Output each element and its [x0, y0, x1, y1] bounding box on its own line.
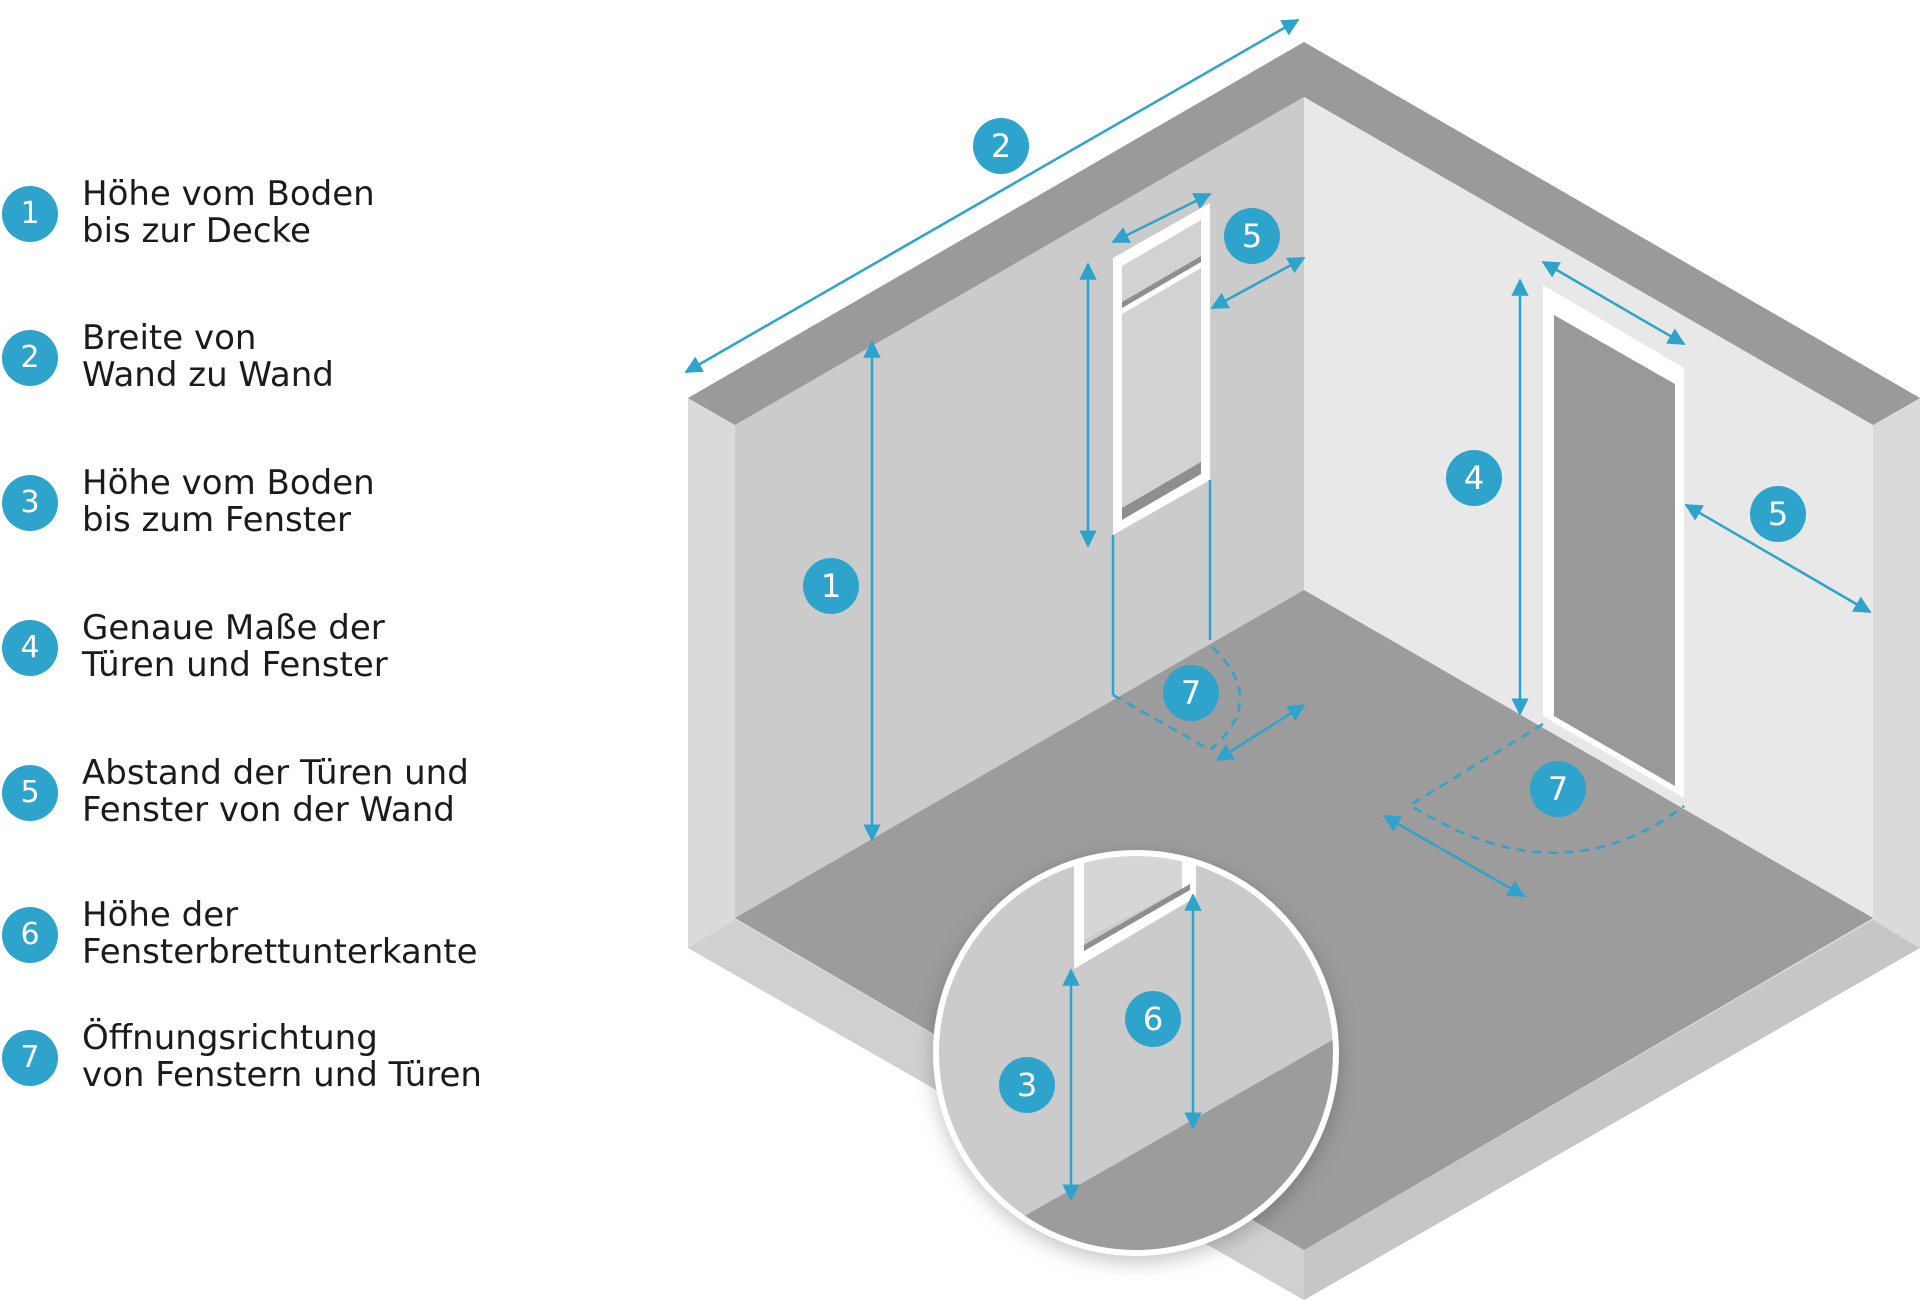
legend-item-2: 2 Breite von Wand zu Wand [2, 320, 662, 416]
legend-text-1-line1: Höhe vom Boden [82, 174, 375, 214]
callout-3-label: 3 [1017, 1066, 1037, 1104]
zoom-inset: 3 6 [933, 850, 1339, 1256]
legend-text-5: Abstand der Türen und Fenster von der Wa… [82, 755, 469, 829]
dimension-line-5a [1210, 256, 1306, 310]
callout-5a: 5 [1224, 208, 1280, 264]
legend-badge-1: 1 [2, 186, 58, 242]
callout-1: 1 [803, 558, 859, 614]
legend-text-2: Breite von Wand zu Wand [82, 320, 334, 394]
callout-5a-label: 5 [1242, 217, 1262, 255]
legend-badge-2: 2 [2, 330, 58, 386]
window-opening-arrow [1215, 703, 1306, 762]
callout-4: 4 [1446, 450, 1502, 506]
legend-text-6: Höhe der Fensterbrettunterkante [82, 897, 478, 971]
callout-2: 2 [973, 118, 1029, 174]
legend-text-6-line1: Höhe der [82, 895, 239, 935]
legend-item-3: 3 Höhe vom Boden bis zum Fenster [2, 465, 662, 561]
legend-badge-3: 3 [2, 475, 58, 531]
callout-4-label: 4 [1464, 459, 1484, 497]
legend-text-7: Öffnungsrichtung von Fenstern und Türen [82, 1020, 482, 1094]
legend-text-4: Genaue Maße der Türen und Fenster [82, 610, 388, 684]
dimension-line-2 [684, 18, 1300, 374]
legend-badge-4: 4 [2, 620, 58, 676]
legend-text-3-line2: bis zum Fenster [82, 500, 351, 540]
legend-text-4-line2: Türen und Fenster [82, 645, 388, 685]
window-swing-arc [1112, 644, 1242, 752]
legend-text-5-line2: Fenster von der Wand [82, 790, 455, 830]
callout-2-label: 2 [991, 127, 1011, 165]
callout-5b-label: 5 [1768, 495, 1788, 533]
door [1543, 285, 1684, 798]
legend-item-1: 1 Höhe vom Boden bis zur Decke [2, 176, 662, 272]
legend-badge-7: 7 [2, 1030, 58, 1086]
dimension-line-door-width [1541, 260, 1686, 346]
legend-text-7-line1: Öffnungsrichtung [82, 1018, 378, 1058]
callout-7a-label: 7 [1181, 674, 1201, 712]
legend: 1 Höhe vom Boden bis zur Decke 2 Breite … [0, 0, 680, 1300]
callout-7b-label: 7 [1548, 770, 1568, 808]
callout-7b: 7 [1530, 761, 1586, 817]
callout-3: 3 [999, 1057, 1055, 1113]
legend-text-3: Höhe vom Boden bis zum Fenster [82, 465, 375, 539]
legend-item-5: 5 Abstand der Türen und Fenster von der … [2, 755, 662, 851]
legend-item-7: 7 Öffnungsrichtung von Fenstern und Türe… [2, 1020, 662, 1116]
callout-7a: 7 [1163, 665, 1219, 721]
legend-text-5-line1: Abstand der Türen und [82, 753, 469, 793]
outer-shell-bottom-right [1304, 920, 1920, 1300]
legend-text-2-line2: Wand zu Wand [82, 355, 334, 395]
window [1113, 203, 1210, 535]
legend-text-7-line2: von Fenstern und Türen [82, 1055, 482, 1095]
callout-6: 6 [1125, 991, 1181, 1047]
legend-text-1: Höhe vom Boden bis zur Decke [82, 176, 375, 250]
legend-text-6-line2: Fensterbrettunterkante [82, 932, 478, 972]
legend-text-4-line1: Genaue Maße der [82, 608, 385, 648]
callout-1-label: 1 [821, 567, 841, 605]
legend-text-2-line1: Breite von [82, 318, 257, 358]
legend-text-3-line1: Höhe vom Boden [82, 463, 375, 503]
legend-text-1-line2: bis zur Decke [82, 211, 311, 251]
legend-badge-6: 6 [2, 907, 58, 963]
floor [735, 590, 1873, 1250]
legend-item-4: 4 Genaue Maße der Türen und Fenster [2, 610, 662, 706]
door-opening-arrow [1382, 814, 1526, 898]
callout-5b: 5 [1750, 486, 1806, 542]
dimension-line-5b [1684, 503, 1872, 614]
legend-item-6: 6 Höhe der Fensterbrettunterkante [2, 897, 662, 993]
dimension-line-window-width [1111, 192, 1212, 244]
legend-badge-5: 5 [2, 765, 58, 821]
callout-6-label: 6 [1143, 1000, 1163, 1038]
